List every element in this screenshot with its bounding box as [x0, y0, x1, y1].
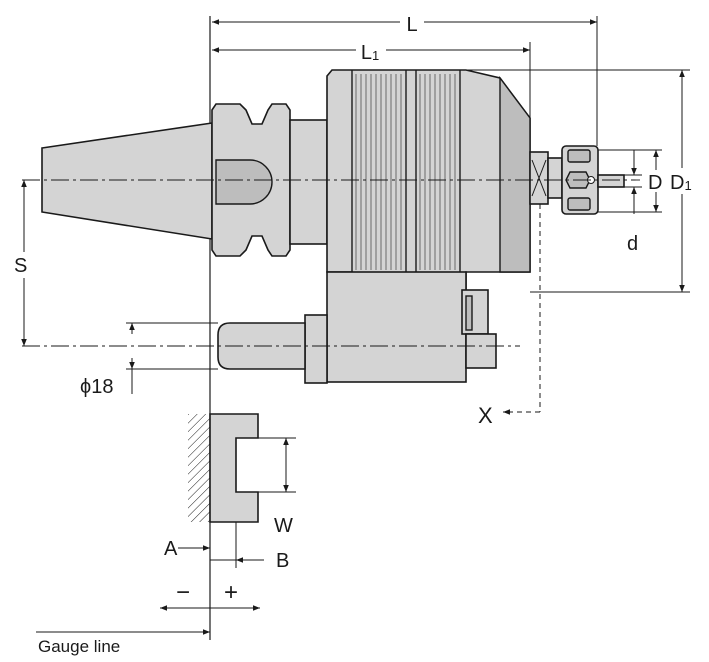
flange-slot: [215, 159, 273, 205]
front-face: [499, 75, 531, 273]
plus-sign: +: [224, 579, 238, 606]
dim-label-A: A: [164, 538, 178, 560]
dim-label-L: L: [406, 14, 417, 36]
hatched-wall: [188, 414, 210, 522]
stop-arm: [304, 314, 328, 384]
minus-sign: −: [176, 579, 190, 606]
dim-label-W: W: [274, 515, 293, 537]
dim-label-B: B: [276, 550, 289, 572]
neck: [289, 119, 328, 245]
stop-block-housing: [326, 271, 467, 383]
dim-label-d: d: [627, 233, 638, 255]
collet-nut: [547, 157, 563, 199]
taper-shank: [41, 122, 213, 240]
knurl-band-1: [355, 74, 402, 270]
stop-detail-profile: [209, 413, 259, 523]
dim-label-L1: L1: [361, 42, 379, 64]
dim-label-phi18: ϕ18: [80, 376, 113, 398]
dim-label-S: S: [14, 255, 27, 277]
rod-tip: [465, 333, 497, 369]
dim-label-X: X: [478, 403, 493, 428]
boring-tool: [597, 174, 625, 188]
gauge-line-label: Gauge line: [38, 637, 120, 656]
dim-label-D: D: [648, 172, 662, 194]
dim-label-D1: D1: [670, 172, 692, 194]
knurl-band-2: [419, 74, 456, 270]
